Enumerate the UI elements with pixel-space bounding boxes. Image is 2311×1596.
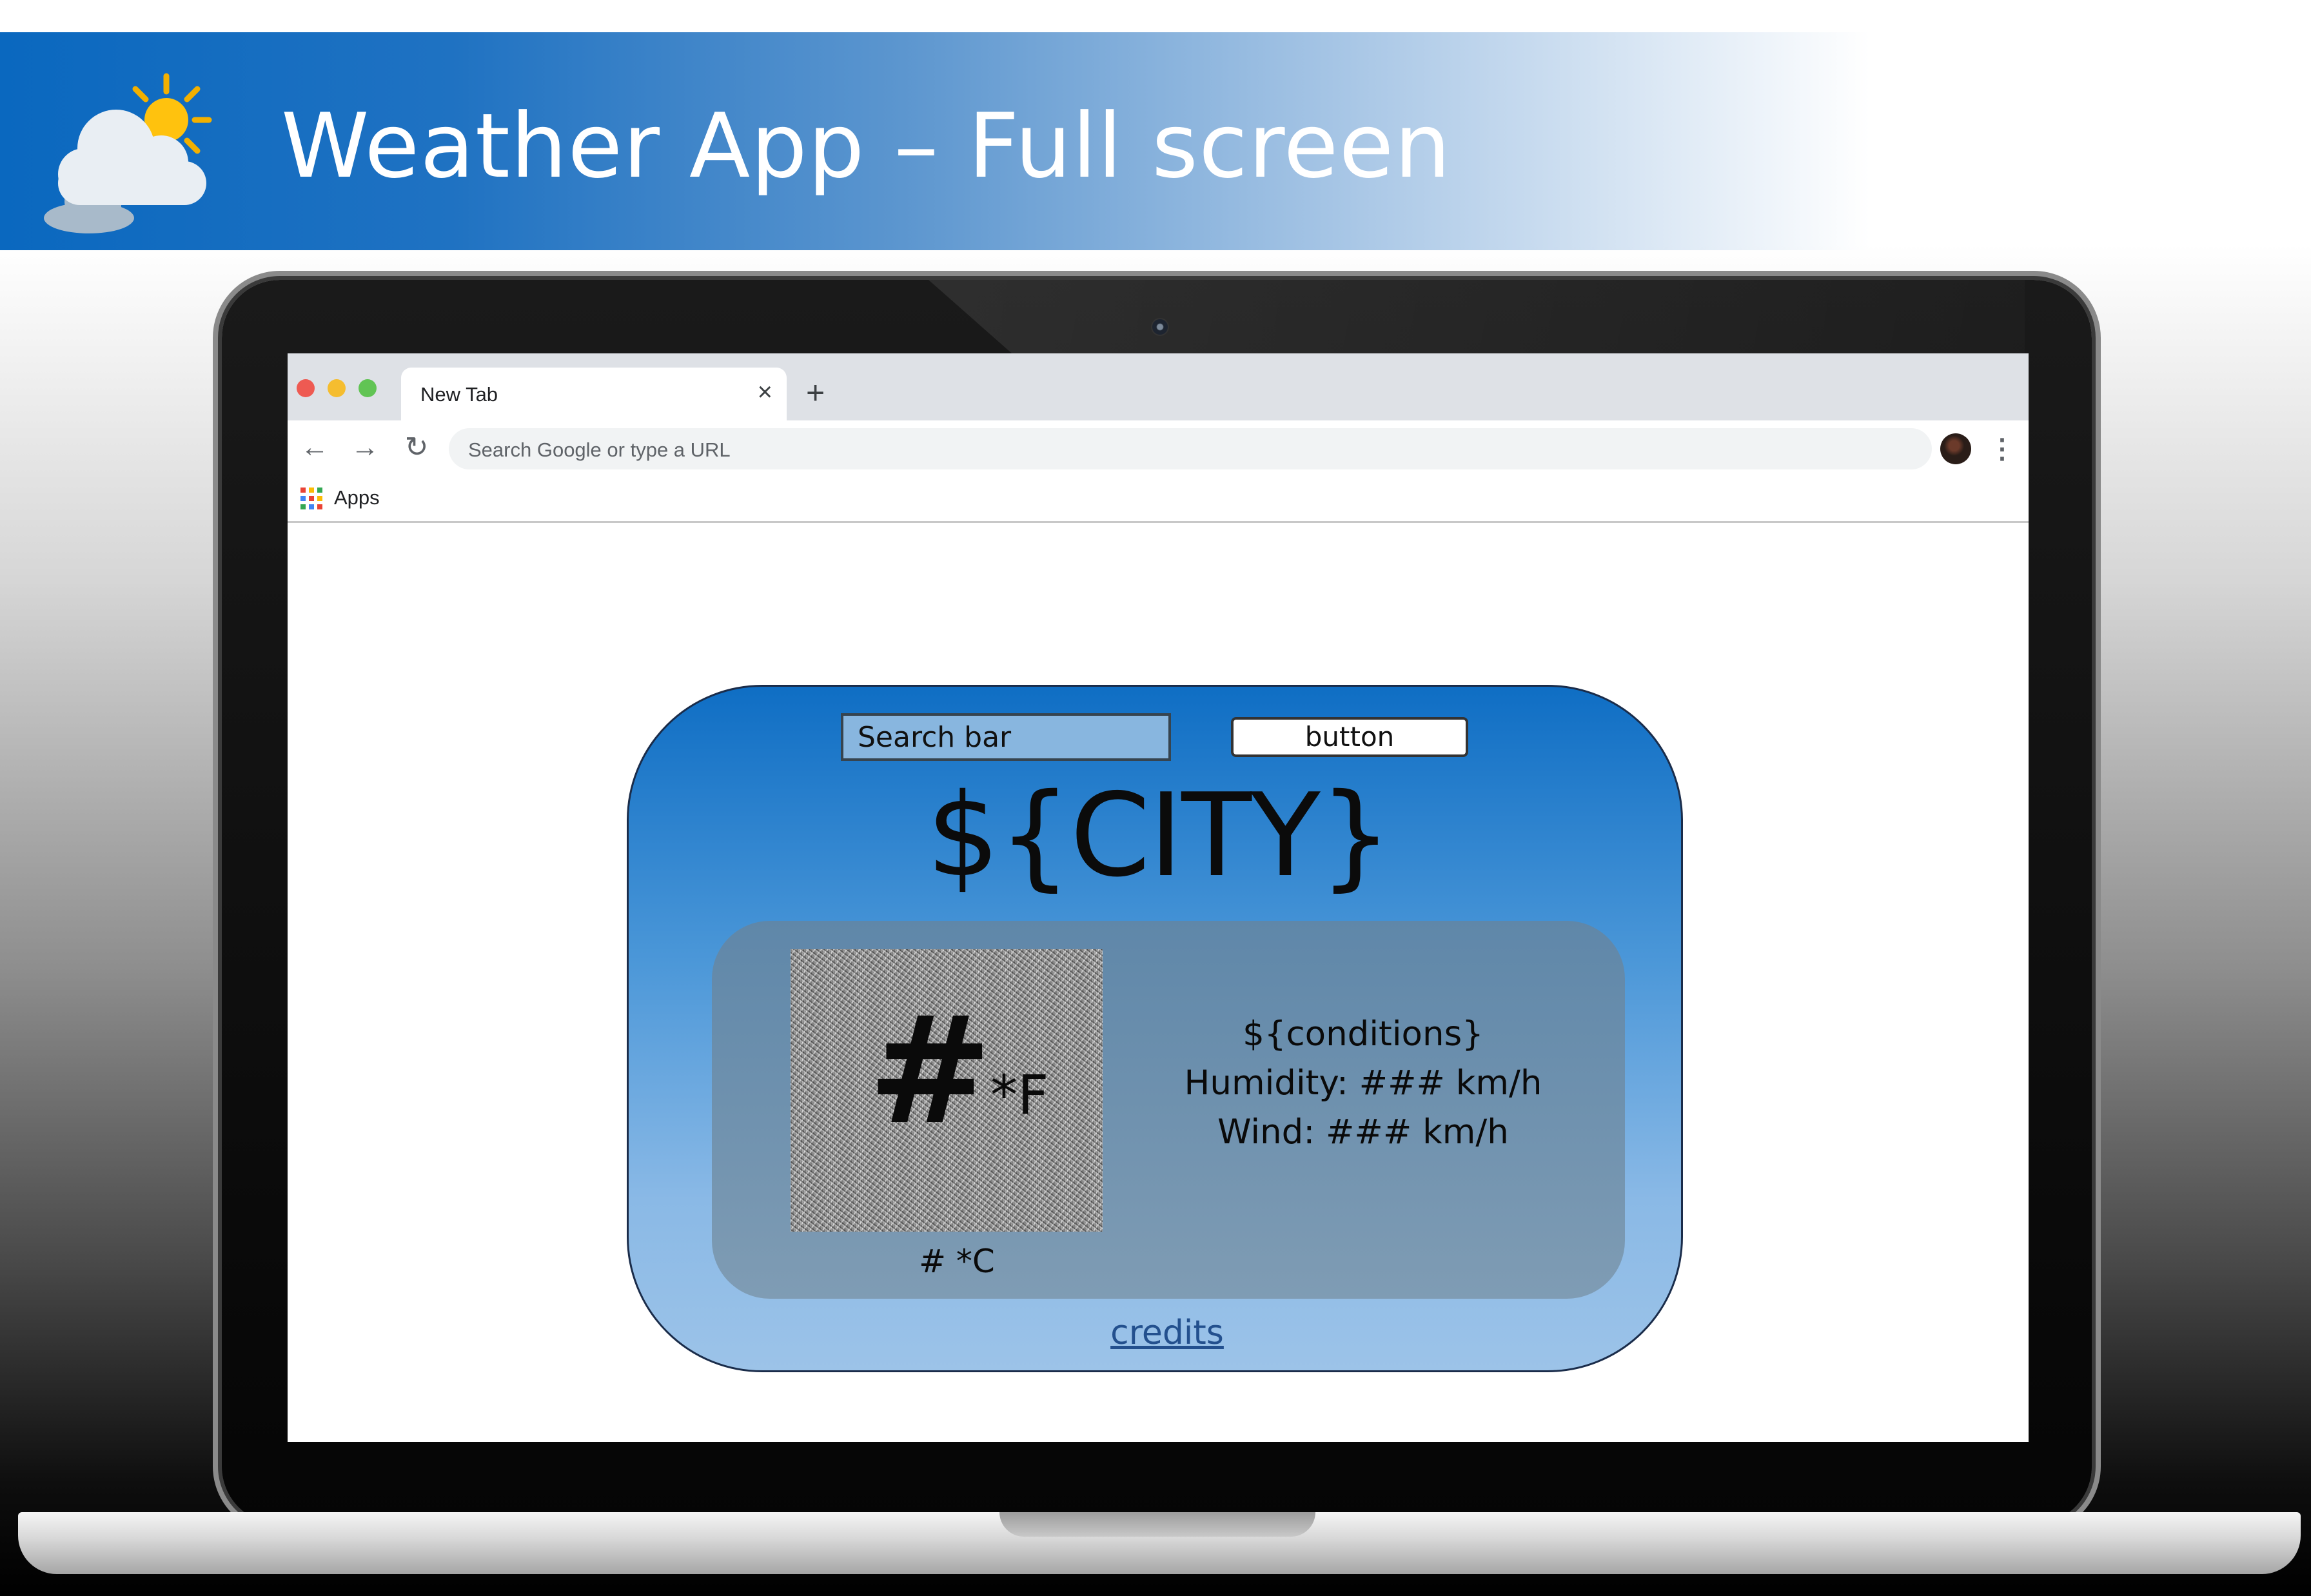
credits-link[interactable]: credits: [1110, 1314, 1224, 1352]
bookmarks-bar: Apps: [288, 475, 2029, 523]
conditions-block: ${conditions} Humidity: ### km/h Wind: #…: [1041, 1010, 1686, 1157]
city-search-input[interactable]: Search bar: [841, 713, 1171, 761]
title-banner: Weather App – Full screen: [0, 32, 2311, 250]
apps-bookmark[interactable]: Apps: [334, 486, 380, 509]
city-name: ${CITY}: [927, 769, 1392, 902]
weather-image: # *F: [791, 949, 1103, 1232]
tab-new-tab[interactable]: New Tab ×: [401, 368, 787, 420]
slide-title: Weather App – Full screen: [281, 94, 1451, 198]
temperature-f-unit: *F: [990, 1063, 1049, 1127]
window-close-button[interactable]: [297, 379, 315, 397]
laptop-base-notch: [999, 1512, 1315, 1537]
profile-avatar[interactable]: [1940, 433, 1971, 464]
wind-text: Wind: ### km/h: [1217, 1112, 1509, 1152]
kebab-menu-icon[interactable]: ⋮: [1989, 433, 2016, 464]
apps-grid-icon[interactable]: [300, 488, 322, 509]
window-maximize-button[interactable]: [359, 379, 377, 397]
tab-label: New Tab: [420, 383, 498, 406]
conditions-text: ${conditions}: [1243, 1014, 1484, 1054]
temperature-f-value: #: [868, 985, 992, 1158]
tab-close-icon[interactable]: ×: [757, 378, 772, 406]
address-bar-placeholder: Search Google or type a URL: [468, 438, 731, 461]
new-tab-plus-icon[interactable]: +: [806, 375, 825, 411]
back-arrow-icon[interactable]: ←: [300, 431, 329, 463]
tab-strip: New Tab × +: [288, 353, 2029, 420]
search-button[interactable]: button: [1231, 717, 1468, 757]
sun-behind-cloud-icon: [44, 73, 212, 233]
forward-arrow-icon[interactable]: →: [351, 431, 379, 463]
humidity-text: Humidity: ### km/h: [1184, 1063, 1542, 1103]
temperature-c: # *C: [919, 1243, 995, 1280]
address-bar[interactable]: Search Google or type a URL: [449, 428, 1932, 469]
webcam-icon: [1151, 318, 1169, 336]
window-minimize-button[interactable]: [328, 379, 346, 397]
bezel-reflection: [929, 280, 2025, 357]
browser-toolbar: ← → ↻ Search Google or type a URL ⋮: [288, 420, 2029, 475]
reload-icon[interactable]: ↻: [404, 431, 429, 463]
